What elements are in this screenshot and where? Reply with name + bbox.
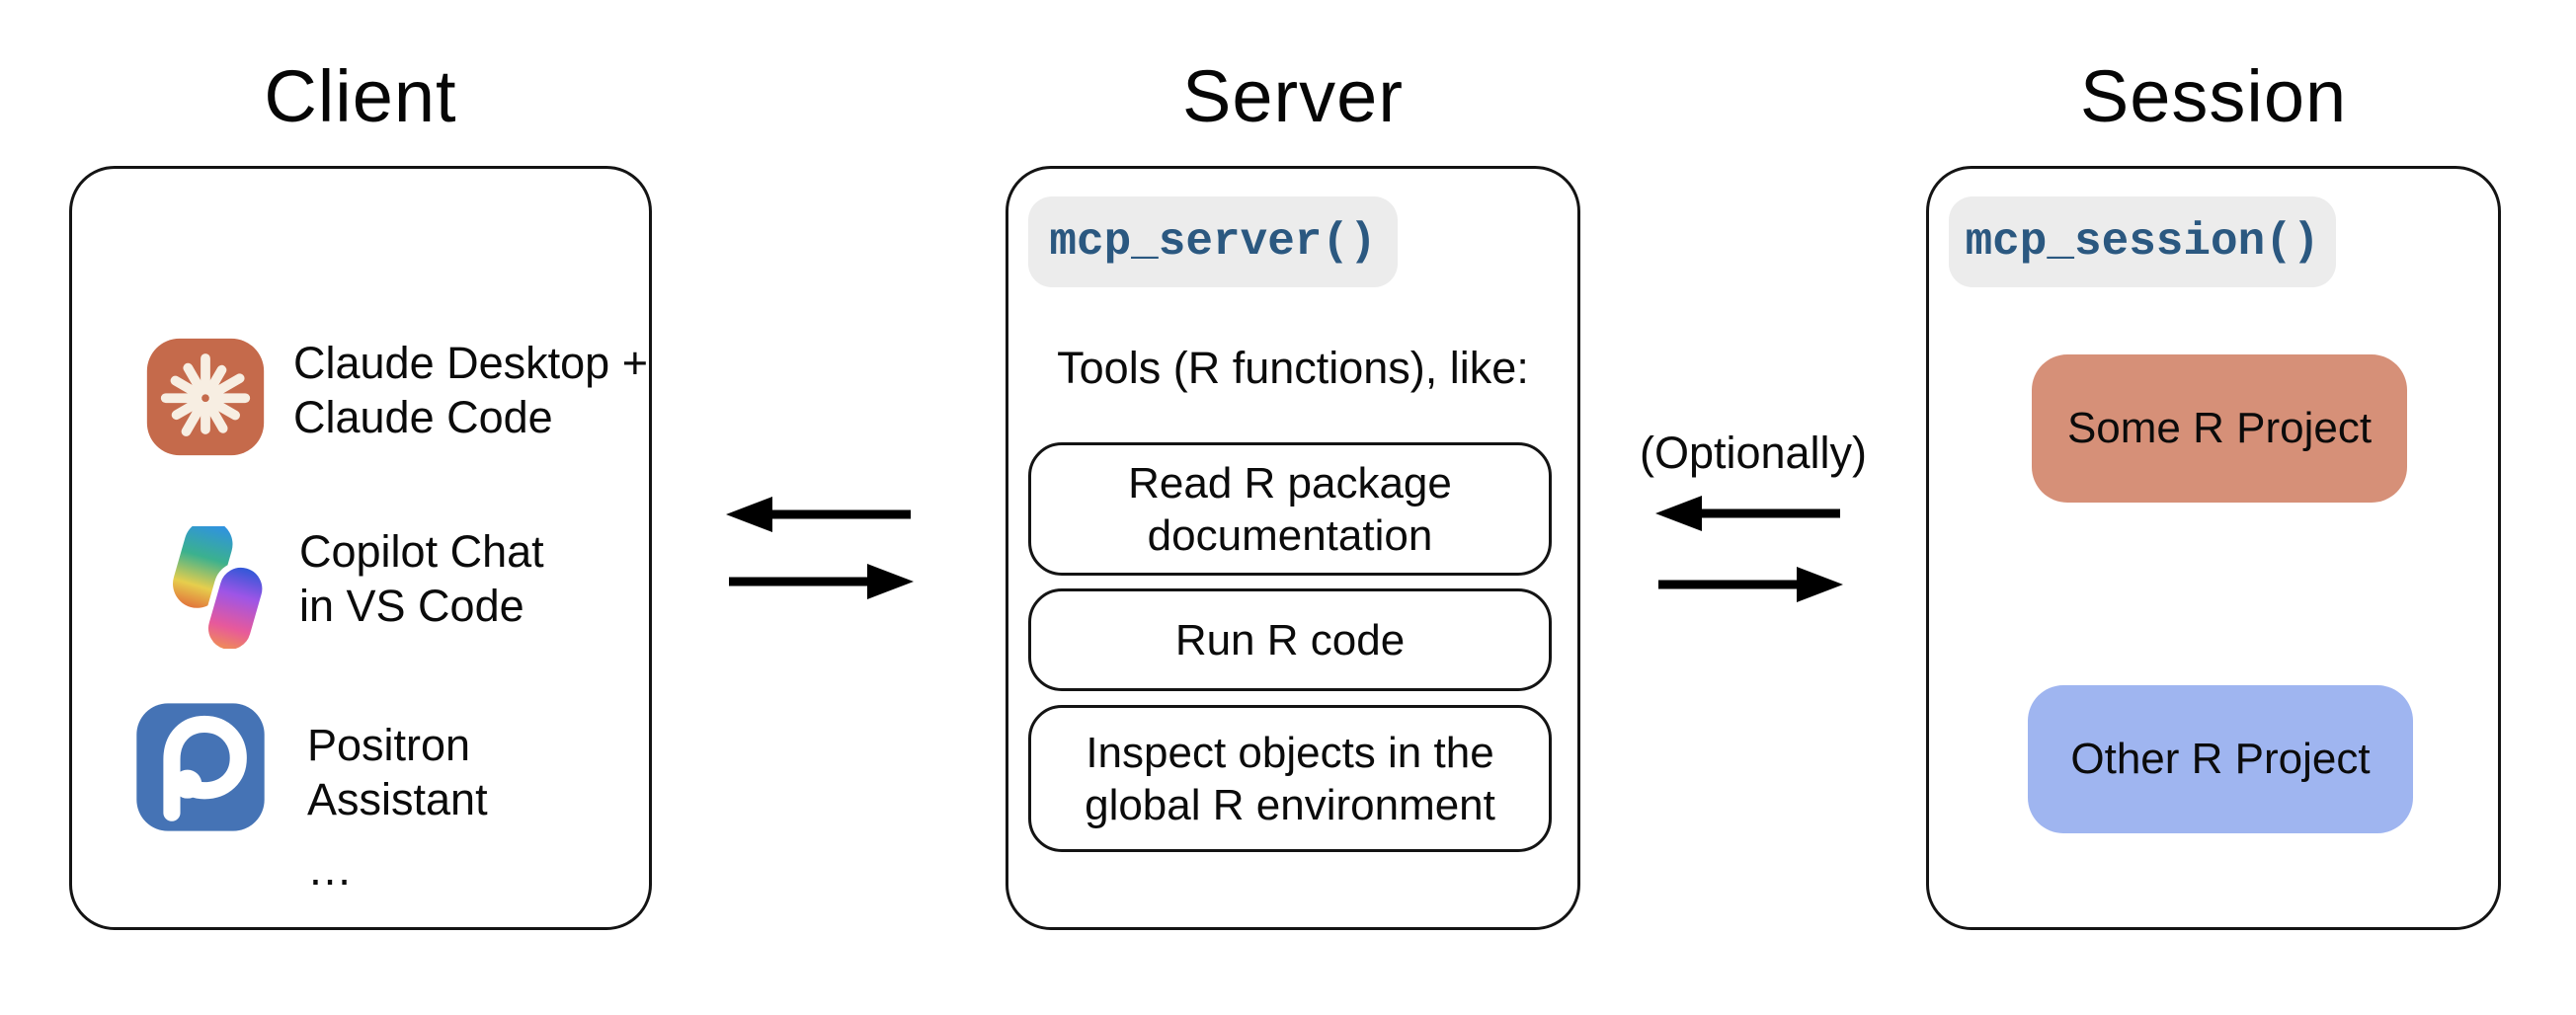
client-item-positron-label: Positron Assistant xyxy=(307,718,488,826)
other-r-project-box: Other R Project xyxy=(2028,685,2413,833)
server-to-client-arrow xyxy=(726,497,914,532)
tool-read-docs-line1: Read R package xyxy=(1128,458,1452,508)
mcp-session-badge: mcp_session() xyxy=(1949,196,2336,287)
some-r-project-box: Some R Project xyxy=(2032,354,2407,503)
server-to-session-arrow xyxy=(1655,567,1843,602)
client-more-ellipsis: … xyxy=(307,843,356,895)
client-box: Claude Desktop + Claude Code xyxy=(69,166,652,930)
tool-inspect-objects: Inspect objects in the global R environm… xyxy=(1028,705,1552,852)
session-box: mcp_session() Some R Project Other R Pro… xyxy=(1926,166,2501,930)
server-box: mcp_server() Tools (R functions), like: … xyxy=(1006,166,1580,930)
server-title: Server xyxy=(1182,55,1404,137)
tool-read-docs: Read R package documentation xyxy=(1028,442,1552,576)
client-item-claude-label: Claude Desktop + Claude Code xyxy=(293,336,648,444)
claude-label-line2: Claude Code xyxy=(293,392,553,442)
optionally-label: (Optionally) xyxy=(1639,428,1868,478)
copilot-icon xyxy=(141,526,297,649)
session-title: Session xyxy=(2079,55,2348,137)
claude-icon xyxy=(143,337,268,457)
tool-read-docs-line2: documentation xyxy=(1147,510,1433,560)
positron-label-line1: Positron xyxy=(307,720,471,770)
tool-inspect-objects-line1: Inspect objects in the xyxy=(1086,728,1494,777)
copilot-label-line2: in VS Code xyxy=(299,581,524,631)
tool-inspect-objects-line2: global R environment xyxy=(1085,780,1495,829)
copilot-label-line1: Copilot Chat xyxy=(299,526,544,577)
session-to-server-arrow xyxy=(1655,496,1843,531)
tools-intro-text: Tools (R functions), like: xyxy=(1057,343,1529,393)
client-title: Client xyxy=(264,55,457,137)
positron-label-line2: Assistant xyxy=(307,774,488,824)
mcp-server-badge: mcp_server() xyxy=(1028,196,1398,287)
claude-label-line1: Claude Desktop + xyxy=(293,338,648,388)
client-to-server-arrow xyxy=(726,564,914,599)
client-item-copilot-label: Copilot Chat in VS Code xyxy=(299,524,544,633)
positron-icon xyxy=(135,700,266,834)
tool-run-r-code-line1: Run R code xyxy=(1174,615,1406,664)
tool-run-r-code: Run R code xyxy=(1028,588,1552,691)
